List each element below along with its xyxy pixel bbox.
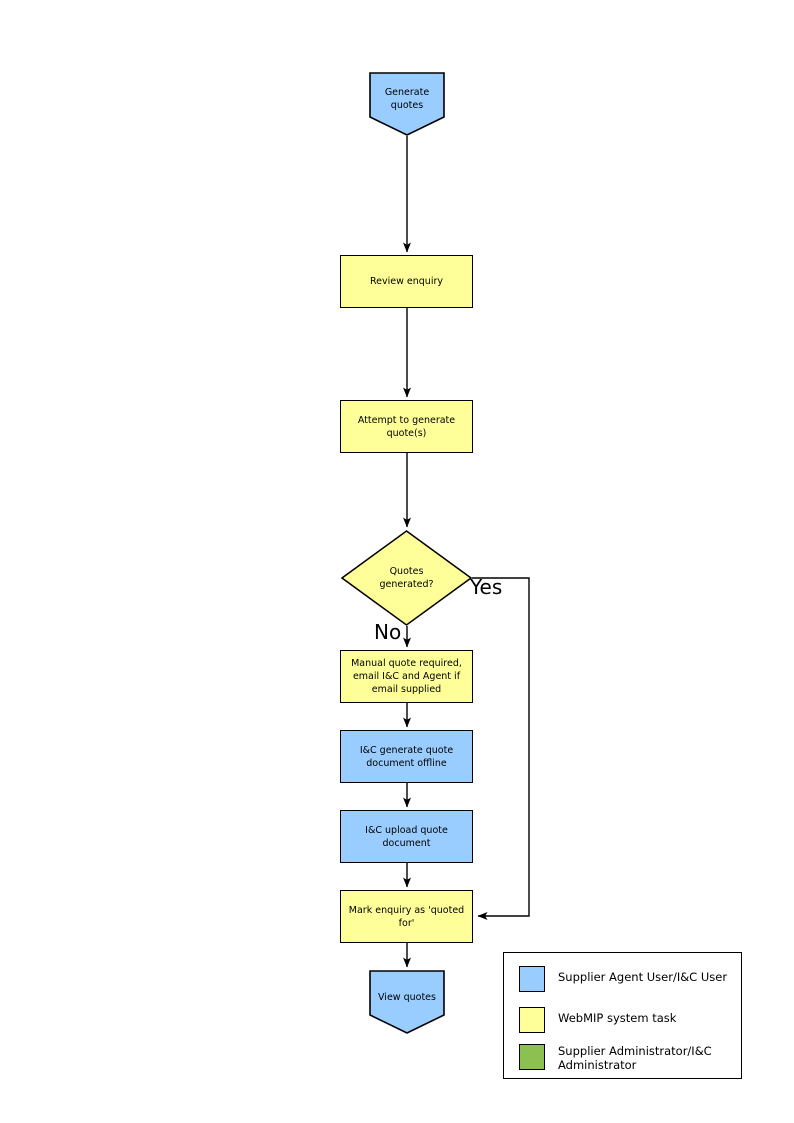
legend-swatch-blue: [519, 966, 545, 992]
legend-swatch-green: [519, 1044, 545, 1070]
pentagon-shape: [369, 970, 445, 1034]
node-quotes-generated[interactable]: Quotes generated?: [341, 530, 472, 626]
legend-item-supplier-administrator: Supplier Administrator/I&C Administrator: [519, 1044, 712, 1072]
node-label: Mark enquiry as 'quoted for': [348, 904, 465, 929]
edge-label-yes: Yes: [470, 575, 503, 599]
legend-label: Supplier Agent User/I&C User: [558, 970, 728, 984]
node-view-quotes[interactable]: View quotes: [369, 970, 445, 1034]
node-review-enquiry[interactable]: Review enquiry: [340, 255, 473, 308]
node-ic-upload-quote-document[interactable]: I&C upload quote document: [340, 810, 473, 863]
pentagon-shape: [369, 72, 445, 136]
node-label: Generate quotes: [384, 87, 430, 111]
node-attempt-to-generate-quotes[interactable]: Attempt to generate quote(s): [340, 400, 473, 453]
node-ic-generate-quote-document-offline[interactable]: I&C generate quote document offline: [340, 730, 473, 783]
legend-swatch-yellow: [519, 1007, 545, 1033]
node-label: I&C upload quote document: [365, 824, 448, 849]
node-label: Attempt to generate quote(s): [357, 414, 456, 439]
node-label: Quotes generated?: [379, 566, 434, 590]
node-generate-quotes[interactable]: Generate quotes: [369, 72, 445, 136]
node-manual-quote-required[interactable]: Manual quote required, email I&C and Age…: [340, 650, 473, 703]
node-mark-enquiry-as-quoted-for[interactable]: Mark enquiry as 'quoted for': [340, 890, 473, 943]
edge-decision-yes-to-mark: [472, 577, 530, 920]
legend-label: Supplier Administrator/I&C Administrator: [558, 1044, 712, 1072]
legend-panel: Supplier Agent User/I&C User WebMIP syst…: [503, 952, 742, 1079]
diamond-shape: [341, 530, 472, 626]
node-label: View quotes: [378, 991, 436, 1003]
legend-label: WebMIP system task: [558, 1011, 677, 1025]
node-label: Review enquiry: [370, 276, 443, 287]
legend-item-webmip-system-task: WebMIP system task: [519, 1007, 676, 1033]
node-label: Manual quote required, email I&C and Age…: [351, 658, 462, 695]
node-label: I&C generate quote document offline: [359, 744, 454, 769]
edge-label-no: No: [374, 620, 402, 644]
legend-item-supplier-agent-user: Supplier Agent User/I&C User: [519, 966, 727, 992]
